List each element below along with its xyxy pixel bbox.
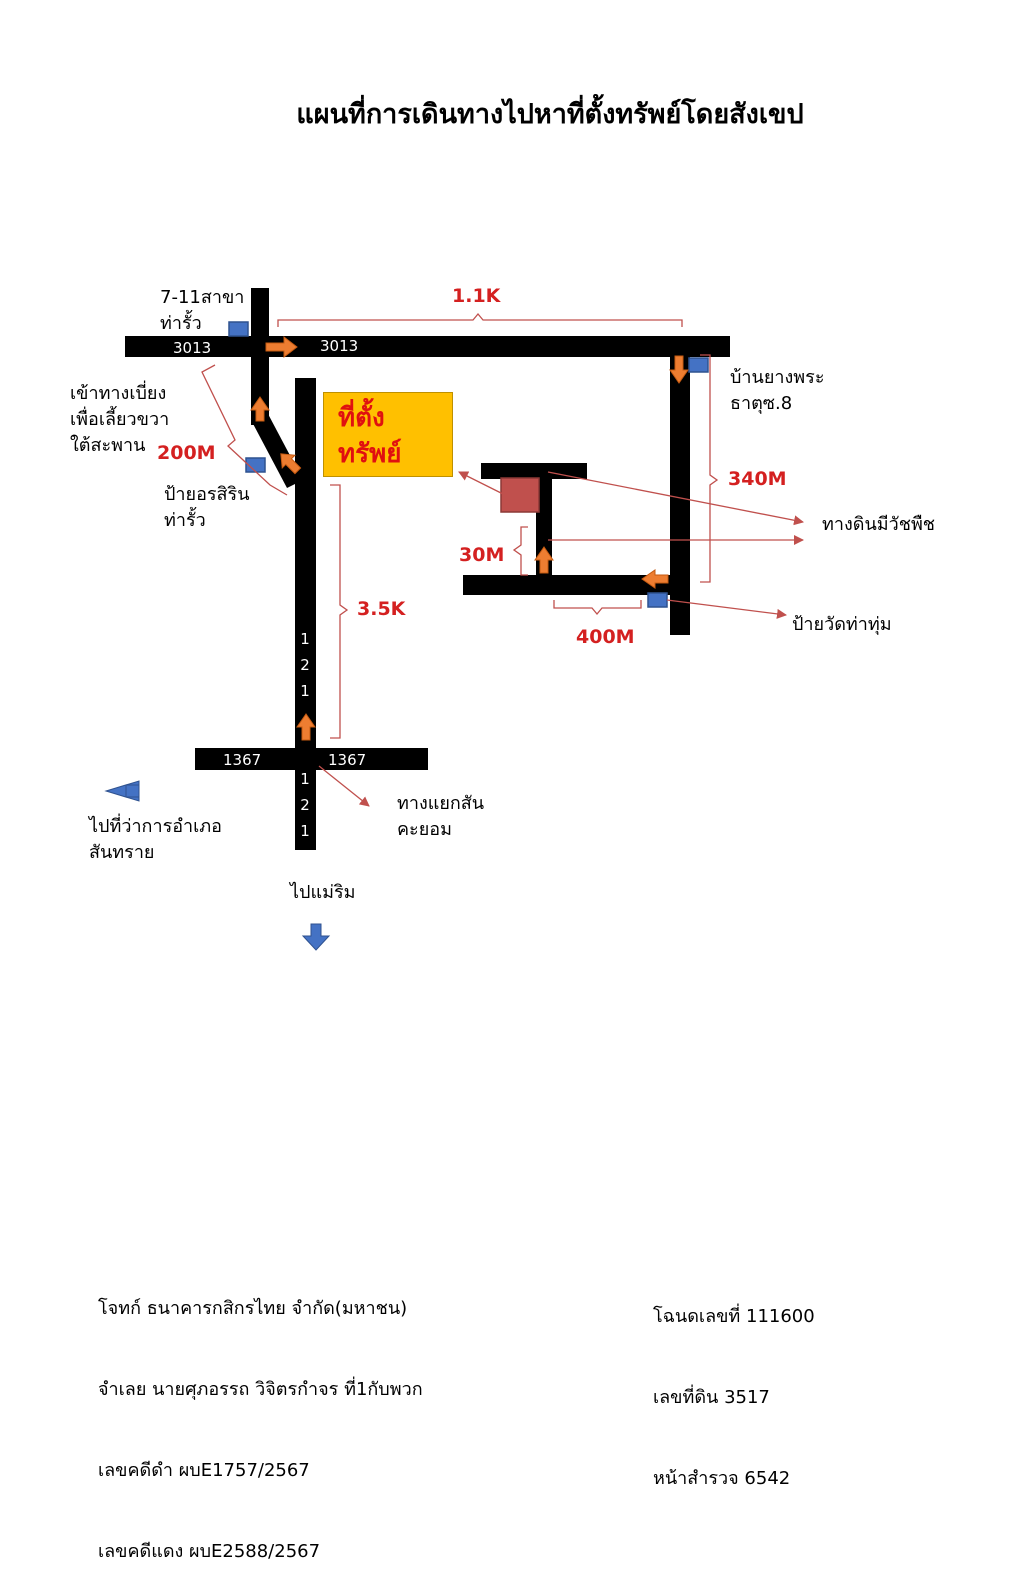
leader-lines [318, 471, 804, 807]
arrow-right-3013 [265, 335, 298, 359]
distance-400m: 400M [576, 626, 635, 648]
blue-markers [228, 321, 709, 608]
footer-deed-no: โฉนดเลขที่ 111600 [653, 1306, 815, 1327]
road-label-1367-left: 1367 [223, 751, 262, 769]
distance-200m: 200M [157, 442, 216, 464]
arrow-up-ramp [250, 396, 270, 422]
footer-survey-page: หน้าสำรวจ 6542 [653, 1468, 791, 1489]
leader-sankayom [318, 765, 370, 807]
road-121-digit: 2 [300, 656, 310, 674]
bracket-30m [512, 526, 528, 576]
arrow-up-121 [296, 713, 316, 741]
direction-arrows [250, 335, 689, 741]
label-to-mae-rim: ไปแม่ริม [290, 882, 356, 903]
label-ban-yang-phra: บ้านยางพระ ธาตุซ.8 [730, 367, 825, 414]
map-title: แผนที่การเดินทางไปหาที่ตั้งทรัพย์โดยสังเ… [296, 99, 804, 130]
road-soi-bottom [463, 575, 685, 595]
road-east-vertical [670, 345, 690, 635]
road-label-121-upper: 1 2 1 [297, 626, 313, 704]
distance-brackets [201, 312, 719, 739]
footer-black-case-no: เลขคดีดำ ผบE1757/2567 [98, 1460, 310, 1481]
footer-red-case-no: เลขคดีแดง ผบE2588/2567 [98, 1541, 321, 1562]
label-wat-tha-thum-sign: ป้ายวัดท่าทุ่ม [792, 614, 892, 635]
leader-property [458, 471, 506, 496]
label-seven-eleven: 7-11สาขา ท่ารั้ว [160, 287, 245, 334]
distance-1-1k: 1.1K [452, 285, 501, 307]
bracket-3-5k [330, 484, 349, 739]
footer-defendant: จำเลย นายศุภอรรถ วิจิตรกำจร ที่1กับพวก [98, 1379, 423, 1400]
road-121-digit: 1 [300, 822, 310, 840]
footer-land-info: โฉนดเลขที่ 111600 เลขที่ดิน 3517 หน้าสำร… [653, 1249, 815, 1519]
marker-seven-eleven [228, 321, 249, 337]
footer-plaintiff: โจทก์ ธนาคารกสิกรไทย จำกัด(มหาชน) [98, 1298, 408, 1319]
road-1367 [195, 748, 428, 770]
road-label-3013-left: 3013 [173, 339, 212, 357]
property-label: ที่ตั้ง ทรัพย์ [338, 403, 402, 469]
distance-3-5k: 3.5K [357, 598, 406, 620]
distance-340m: 340M [728, 468, 787, 490]
footer-land-no: เลขที่ดิน 3517 [653, 1387, 770, 1408]
label-dirt-road: ทางดินมีวัชพืช [822, 514, 936, 535]
road-ramp-vertical [251, 288, 269, 425]
leader-wat-sign [666, 599, 787, 619]
road-3013 [125, 336, 730, 357]
arrow-up-soi [534, 546, 554, 574]
bracket-400m [553, 600, 642, 616]
property-box [323, 392, 453, 477]
label-turn-note: เข้าทางเบี่ยง เพื่อเลี้ยวขวา ใต้สะพาน [70, 383, 170, 456]
road-121-digit: 1 [300, 770, 310, 788]
arrow-to-district-office-tail [125, 784, 140, 798]
road-121-digit: 1 [300, 630, 310, 648]
roads [125, 288, 730, 850]
arrow-to-mae-rim [301, 923, 331, 951]
road-121-digit: 1 [300, 682, 310, 700]
distance-30m: 30M [459, 544, 505, 566]
label-to-district-office: ไปที่ว่าการอำเภอ สันทราย [89, 816, 222, 863]
marker-wat-tha-thum [647, 592, 668, 608]
road-label-3013-right: 3013 [320, 337, 359, 355]
bracket-340m [700, 354, 719, 583]
footer-case-info: โจทก์ ธนาคารกสิกรไทย จำกัด(มหาชน) จำเลย … [98, 1241, 423, 1592]
bracket-200m [201, 364, 288, 496]
label-orasirin-sign: ป้ายอรสิริน ท่ารั้ว [164, 484, 250, 531]
arrow-diagonal-up [280, 453, 302, 475]
bracket-1-1k [277, 312, 683, 327]
arrow-down-east [669, 355, 689, 384]
road-label-121-lower: 1 2 1 [297, 766, 313, 844]
leader-dirt-road-1 [547, 471, 804, 526]
road-121-digit: 2 [300, 796, 310, 814]
property-marker [500, 477, 540, 513]
route-map [104, 288, 804, 951]
road-label-1367-right: 1367 [328, 751, 367, 769]
marker-ban-yang-phra [688, 357, 709, 373]
arrow-left-soi [641, 569, 669, 589]
label-sankayom-junction: ทางแยกสัน คะยอม [397, 793, 485, 840]
road-121 [295, 378, 316, 850]
